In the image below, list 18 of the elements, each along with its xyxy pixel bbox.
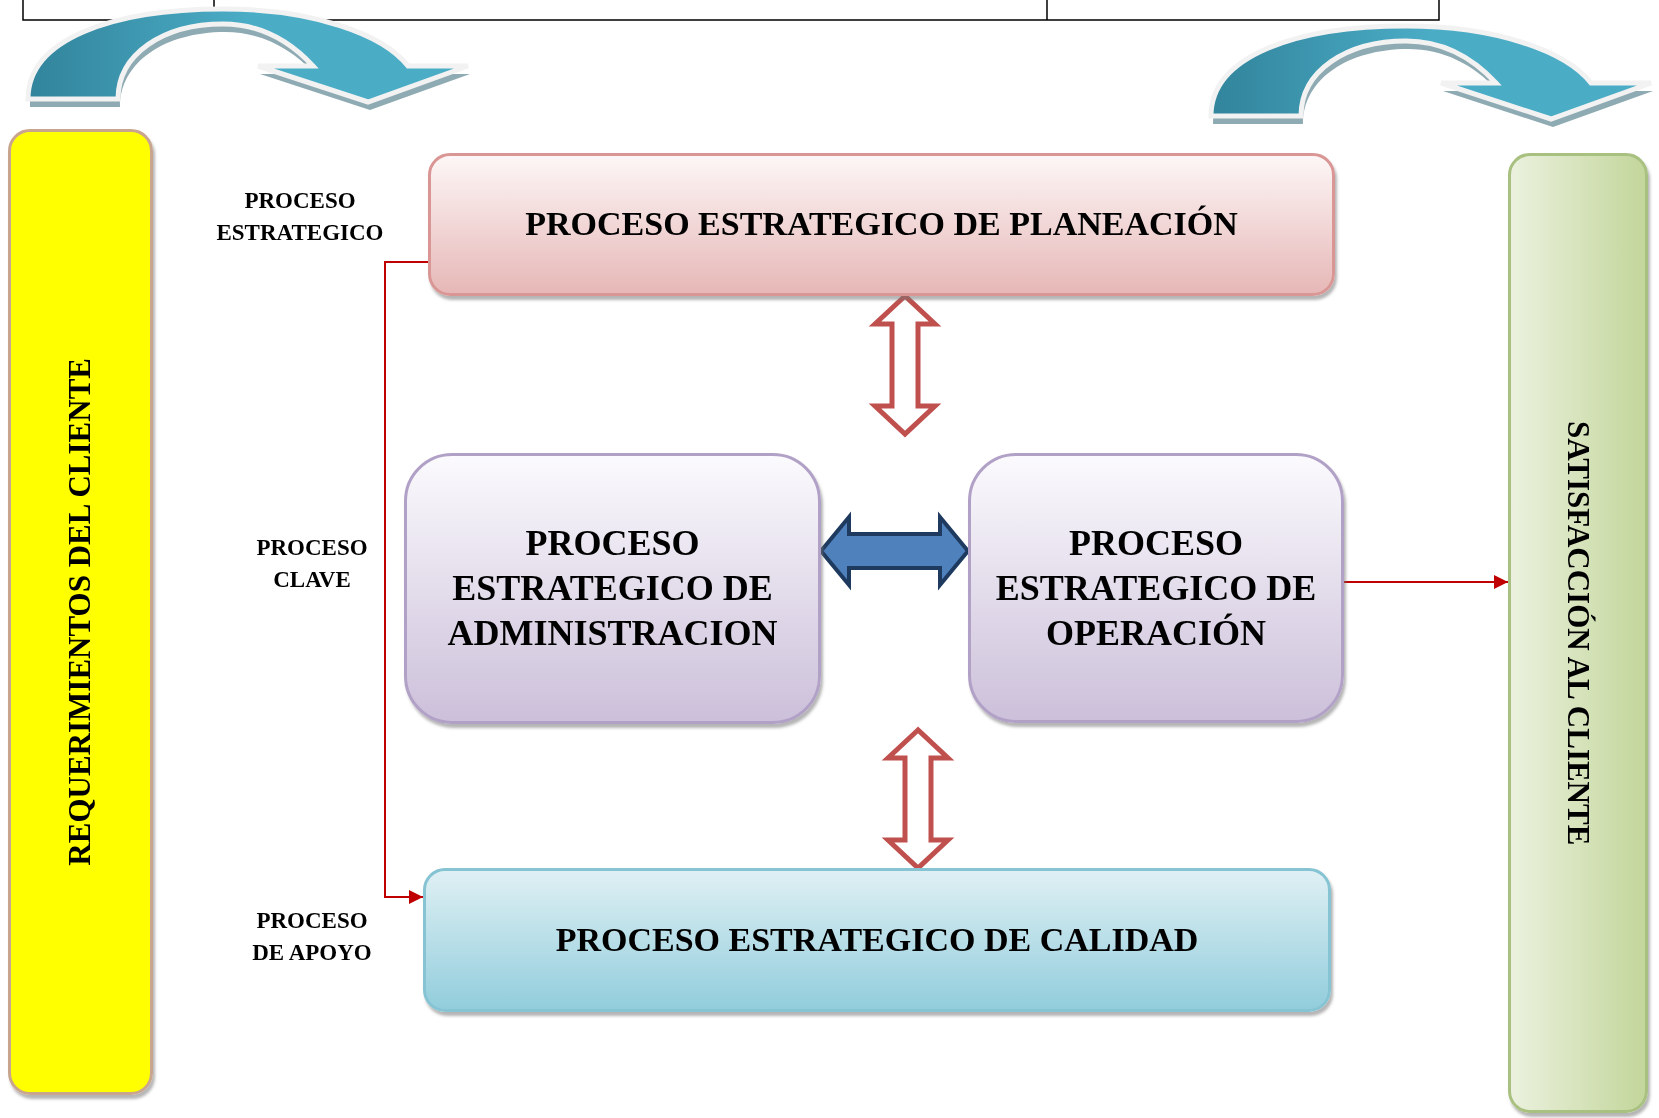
process-type-label: PROCESO CLAVE (255, 533, 369, 594)
process-box (404, 453, 821, 724)
side-bar (8, 129, 153, 1095)
box-title: PROCESO ESTRATEGICO DE OPERACIÓN (994, 521, 1318, 655)
bar-title: SATISFACCIÓN AL CLIENTE (1560, 420, 1596, 846)
box-title: PROCESO ESTRATEGICO DE CALIDAD (554, 919, 1200, 960)
process-box (423, 868, 1331, 1012)
bar-title: REQUERIMIENTOS DEL CLIENTE (63, 358, 98, 866)
process-box (968, 453, 1344, 723)
side-bar (1508, 153, 1648, 1113)
arrow (1343, 575, 1509, 589)
box-title: PROCESO ESTRATEGICO DE PLANEACIÓN (524, 204, 1239, 245)
process-type-label: PROCESO ESTRATEGICO (215, 186, 385, 247)
double-arrow (818, 511, 971, 591)
process-box (428, 153, 1335, 296)
box-title: PROCESO ESTRATEGICO DE ADMINISTRACION (446, 522, 779, 655)
arrow (384, 261, 429, 904)
process-type-label: PROCESO DE APOYO (251, 906, 373, 967)
